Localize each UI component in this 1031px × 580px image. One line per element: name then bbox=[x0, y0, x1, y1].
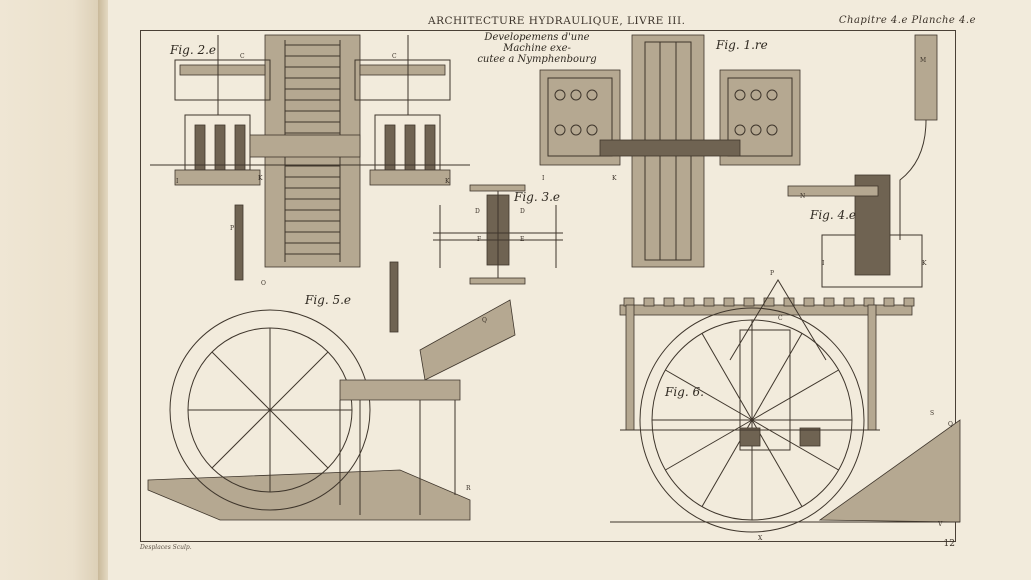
svg-text:Q: Q bbox=[482, 317, 487, 324]
running-header-title: ARCHITECTURE HYDRAULIQUE, LIVRE III. bbox=[428, 15, 686, 27]
svg-text:K: K bbox=[445, 178, 450, 185]
running-header-chapter: Chapitre 4.e Planche 4.e bbox=[838, 15, 976, 26]
plate-title-line2: cutee a Nymphenbourg bbox=[477, 54, 597, 65]
svg-text:K: K bbox=[258, 175, 263, 182]
fig1-drawing: I K bbox=[539, 34, 801, 268]
fig6-caption: Fig. 6. bbox=[665, 385, 704, 399]
svg-text:O: O bbox=[261, 280, 266, 287]
svg-text:D: D bbox=[475, 208, 480, 215]
svg-text:I: I bbox=[542, 175, 545, 182]
svg-text:I: I bbox=[822, 260, 825, 267]
svg-text:M: M bbox=[920, 57, 926, 64]
svg-text:R: R bbox=[466, 485, 471, 492]
fig2-drawing: I K K C C bbox=[150, 34, 470, 268]
fig1-caption: Fig. 1.re bbox=[716, 38, 768, 52]
svg-text:P: P bbox=[230, 225, 234, 232]
svg-text:E: E bbox=[520, 236, 524, 243]
fig6-drawing: P C X V Q S bbox=[610, 270, 961, 542]
book-gutter bbox=[98, 0, 110, 580]
fig4-drawing: M N I K bbox=[787, 34, 938, 288]
svg-text:C: C bbox=[392, 53, 397, 60]
svg-text:F: F bbox=[477, 236, 481, 243]
fig5-caption: Fig. 5.e bbox=[305, 293, 352, 307]
fig2-caption: Fig. 2.e bbox=[170, 43, 217, 57]
svg-text:K: K bbox=[612, 175, 617, 182]
svg-text:C: C bbox=[778, 315, 783, 322]
fig5-drawing: P O Q R bbox=[147, 204, 516, 521]
svg-text:I: I bbox=[176, 178, 179, 185]
engraver-signature: Desplaces Sculp. bbox=[140, 544, 192, 551]
svg-text:P: P bbox=[770, 270, 774, 277]
left-page bbox=[0, 0, 104, 580]
page-number: 12 bbox=[943, 539, 955, 549]
svg-text:X: X bbox=[758, 535, 763, 542]
plate-title-line1: Developemens d'une Machine exe- bbox=[484, 32, 590, 54]
svg-text:D: D bbox=[520, 208, 525, 215]
svg-text:K: K bbox=[922, 260, 927, 267]
svg-text:C: C bbox=[240, 53, 245, 60]
plate-frame bbox=[140, 30, 956, 542]
fig3-caption: Fig. 3.e bbox=[514, 190, 561, 204]
svg-text:N: N bbox=[800, 193, 805, 200]
fig3-drawing: D D F E bbox=[433, 184, 563, 285]
svg-text:V: V bbox=[937, 521, 943, 528]
plate-title: Developemens d'une Machine exe- cutee a … bbox=[462, 32, 612, 65]
svg-text:Q: Q bbox=[948, 421, 953, 428]
fig4-caption: Fig. 4.e bbox=[810, 208, 857, 222]
svg-text:S: S bbox=[930, 410, 934, 417]
